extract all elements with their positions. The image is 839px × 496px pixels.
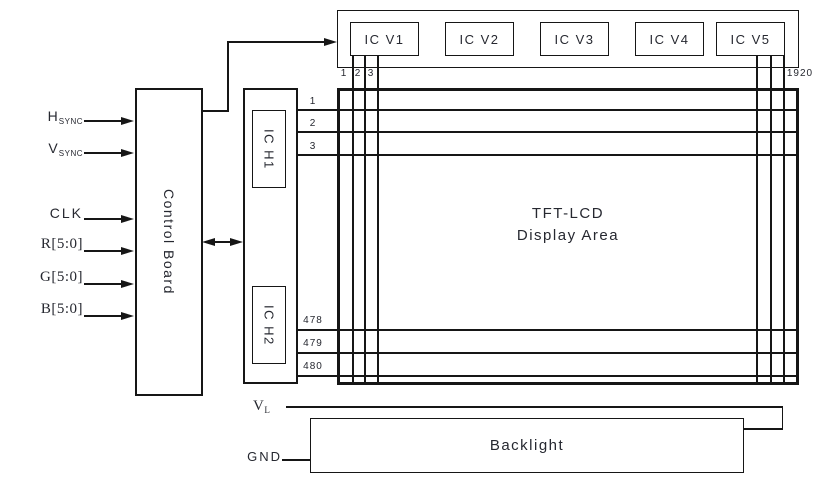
column-line-3 [377, 56, 379, 385]
column-label-1: 1 [340, 68, 348, 79]
vl-label: VL [253, 398, 271, 415]
row-line-479 [297, 352, 798, 354]
clk-arrowhead-icon [121, 215, 134, 223]
cb-to-icv-wire-upper [227, 41, 324, 43]
display-area-title-line2: Display Area [516, 227, 620, 244]
vl-wire-drop [781, 406, 783, 430]
row-line-1 [297, 109, 798, 111]
cb-to-icv-arrowhead-icon [324, 38, 337, 46]
column-line-1 [352, 56, 354, 385]
clk-label: CLK [49, 205, 83, 221]
ic-h2-label: IC H2 [261, 304, 277, 346]
row-label-2: 2 [309, 118, 317, 129]
row-label-479: 479 [303, 338, 323, 349]
blue-bus-arrowhead-icon [121, 312, 134, 320]
hsync-arrowhead-icon [121, 117, 134, 125]
ic-v4-label: IC V4 [649, 31, 690, 47]
row-label-480: 480 [303, 361, 323, 372]
control-board-box: Control Board [135, 88, 203, 396]
display-area-box [337, 88, 799, 385]
green-bus-label: G[5:0] [40, 269, 83, 285]
blue-bus-label: B[5:0] [40, 301, 83, 317]
ic-h1-box: IC H1 [252, 110, 286, 188]
gnd-label: GND [247, 449, 282, 464]
ic-v4-box: IC V4 [635, 22, 704, 56]
vl-wire-top [286, 406, 783, 408]
row-line-2 [297, 131, 798, 133]
column-line-2 [364, 56, 366, 385]
row-label-478: 478 [303, 315, 323, 326]
green-bus-arrowhead-icon [121, 280, 134, 288]
vsync-label: VSYNC [48, 140, 83, 158]
red-bus-arrowhead-icon [121, 247, 134, 255]
backlight-box: Backlight [310, 418, 744, 473]
ic-v1-label: IC V1 [364, 31, 405, 47]
column-line-1920 [783, 56, 785, 385]
ic-v5-box: IC V5 [716, 22, 785, 56]
ic-h1-label: IC H1 [261, 128, 277, 170]
cb-to-icv-wire-lower [202, 110, 229, 112]
vsync-arrowhead-icon [121, 149, 134, 157]
ic-h2-box: IC H2 [252, 286, 286, 364]
column-label-3: 3 [367, 68, 375, 79]
red-bus-label: R[5:0] [40, 236, 83, 252]
hsync-subscript: SYNC [58, 117, 83, 126]
ic-v1-box: IC V1 [350, 22, 419, 56]
row-label-1: 1 [309, 96, 317, 107]
hsync-signal-line [84, 120, 123, 122]
row-line-480 [297, 375, 798, 377]
cb-ich-left-arrowhead-icon [202, 238, 215, 246]
cb-ich-bidir-shaft [214, 241, 231, 243]
ic-v3-box: IC V3 [540, 22, 609, 56]
clk-signal-line [84, 218, 123, 220]
ic-v3-label: IC V3 [554, 31, 595, 47]
display-area-title: TFT-LCD Display Area [337, 203, 799, 247]
cb-to-icv-wire-riser [227, 41, 229, 111]
backlight-label: Backlight [489, 437, 565, 454]
column-label-2: 2 [354, 68, 362, 79]
ic-v2-label: IC V2 [459, 31, 500, 47]
ic-v2-box: IC V2 [445, 22, 514, 56]
gate-driver-column-box [243, 88, 298, 384]
blue-bus-signal-line [84, 315, 123, 317]
control-board-label: Control Board [161, 189, 177, 295]
red-bus-signal-line [84, 250, 123, 252]
ic-v5-label: IC V5 [730, 31, 771, 47]
row-line-478 [297, 329, 798, 331]
vl-subscript: L [264, 405, 271, 415]
row-label-3: 3 [309, 141, 317, 152]
column-label-1920: 1920 [786, 68, 814, 79]
source-driver-bar-box [337, 10, 799, 68]
vl-wire-return [743, 428, 783, 430]
gnd-wire [282, 459, 311, 461]
column-line-1918 [756, 56, 758, 385]
display-area-title-line1: TFT-LCD [531, 205, 605, 222]
column-line-1919 [770, 56, 772, 385]
row-line-3 [297, 154, 798, 156]
hsync-label: HSYNC [47, 108, 83, 126]
vsync-signal-line [84, 152, 123, 154]
cb-ich-right-arrowhead-icon [230, 238, 243, 246]
vsync-subscript: SYNC [58, 149, 83, 158]
green-bus-signal-line [84, 283, 123, 285]
